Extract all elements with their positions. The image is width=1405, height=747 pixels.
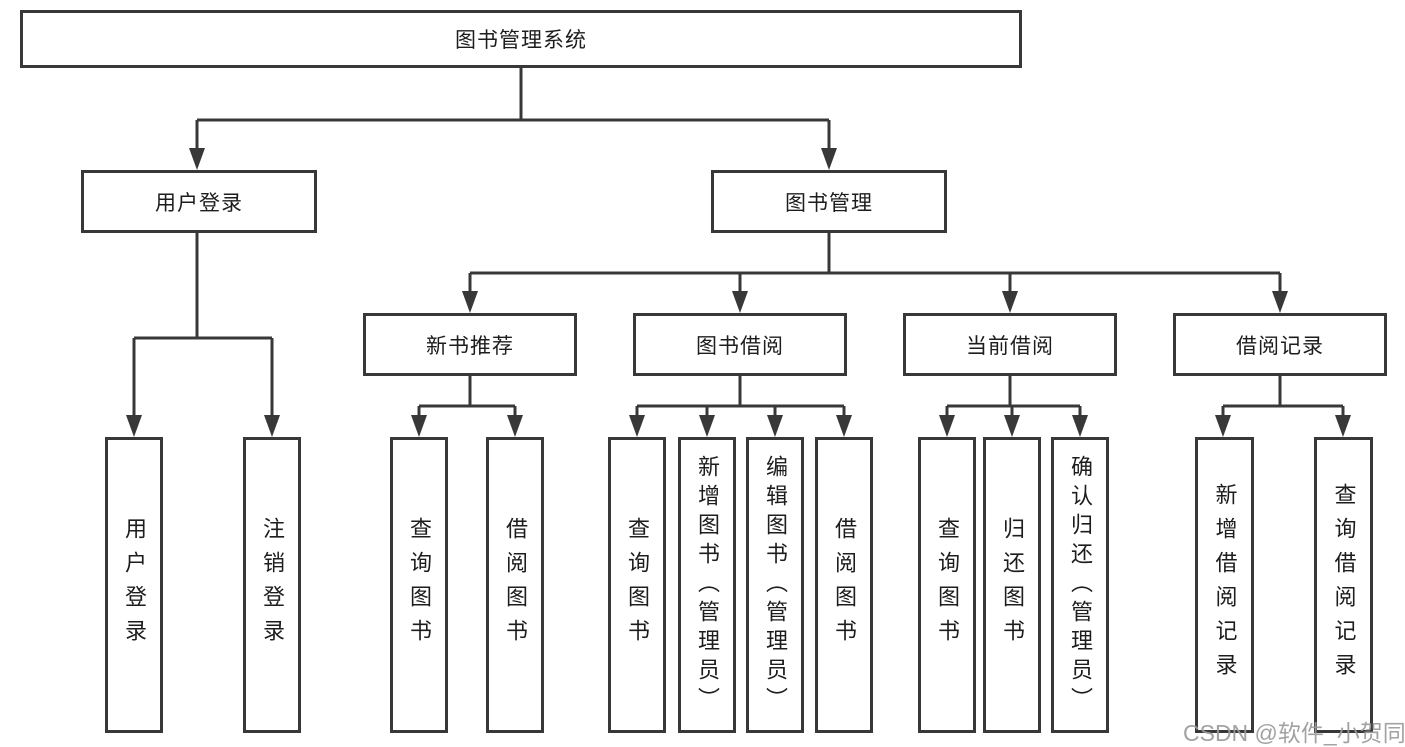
node-label: 用户登录 xyxy=(122,517,147,653)
node-label: 归还图书 xyxy=(1000,517,1025,653)
node-label: 图书管理系统 xyxy=(455,29,587,52)
node-current-borrow: 当前借阅 xyxy=(903,313,1117,376)
node-label: 新增借阅记录 xyxy=(1212,483,1238,687)
node-label: 确认归还（管理员） xyxy=(1068,454,1093,716)
leaf-confirm-return-admin: 确认归还（管理员） xyxy=(1051,437,1109,733)
node-label: 图书管理 xyxy=(785,191,873,215)
connector-current-borrow-children xyxy=(939,376,1088,437)
node-label: 查询图书 xyxy=(625,517,650,653)
node-user-login: 用户登录 xyxy=(81,170,317,233)
node-label: 注销登录 xyxy=(260,517,285,653)
node-label: 当前借阅 xyxy=(966,334,1054,358)
node-label: 新增图书（管理员） xyxy=(695,454,720,716)
node-borrow-records: 借阅记录 xyxy=(1173,313,1387,376)
connector-book-management-children xyxy=(462,233,1288,313)
connector-borrow-records-children xyxy=(1215,376,1351,437)
connector-book-borrow-children xyxy=(629,376,852,437)
leaf-query-books-recommend: 查询图书 xyxy=(390,437,448,733)
node-label: 图书借阅 xyxy=(696,334,784,358)
node-label: 借阅图书 xyxy=(503,517,528,653)
node-book-management: 图书管理 xyxy=(711,170,947,233)
connector-root-to-level2 xyxy=(189,67,837,170)
node-label: 借阅图书 xyxy=(832,517,857,653)
leaf-add-borrow-record: 新增借阅记录 xyxy=(1195,437,1254,733)
node-label: 编辑图书（管理员） xyxy=(763,454,788,716)
leaf-borrow-books-recommend: 借阅图书 xyxy=(486,437,544,733)
leaf-borrow-books: 借阅图书 xyxy=(815,437,873,733)
node-label: 用户登录 xyxy=(155,191,243,215)
connector-user-login-children xyxy=(126,233,280,437)
leaf-logout-login: 注销登录 xyxy=(243,437,301,733)
leaf-query-books-current: 查询图书 xyxy=(918,437,976,733)
watermark: CSDN @软件_小贺同学 xyxy=(1183,720,1405,746)
leaf-return-books: 归还图书 xyxy=(983,437,1041,733)
node-label: 查询图书 xyxy=(935,517,960,653)
leaf-query-borrow-record: 查询借阅记录 xyxy=(1314,437,1373,733)
node-label: 查询图书 xyxy=(407,517,432,653)
node-label: 新书推荐 xyxy=(426,334,514,358)
node-label: 查询借阅记录 xyxy=(1331,483,1357,687)
node-label: 借阅记录 xyxy=(1236,334,1324,358)
node-book-borrow: 图书借阅 xyxy=(633,313,847,376)
leaf-user-login: 用户登录 xyxy=(105,437,163,733)
leaf-add-books-admin: 新增图书（管理员） xyxy=(678,437,736,733)
leaf-edit-books-admin: 编辑图书（管理员） xyxy=(746,437,804,733)
node-root: 图书管理系统 xyxy=(20,10,1022,68)
leaf-query-books-borrow: 查询图书 xyxy=(608,437,666,733)
connector-new-book-recommend-children xyxy=(411,376,523,437)
node-new-book-recommend: 新书推荐 xyxy=(363,313,577,376)
